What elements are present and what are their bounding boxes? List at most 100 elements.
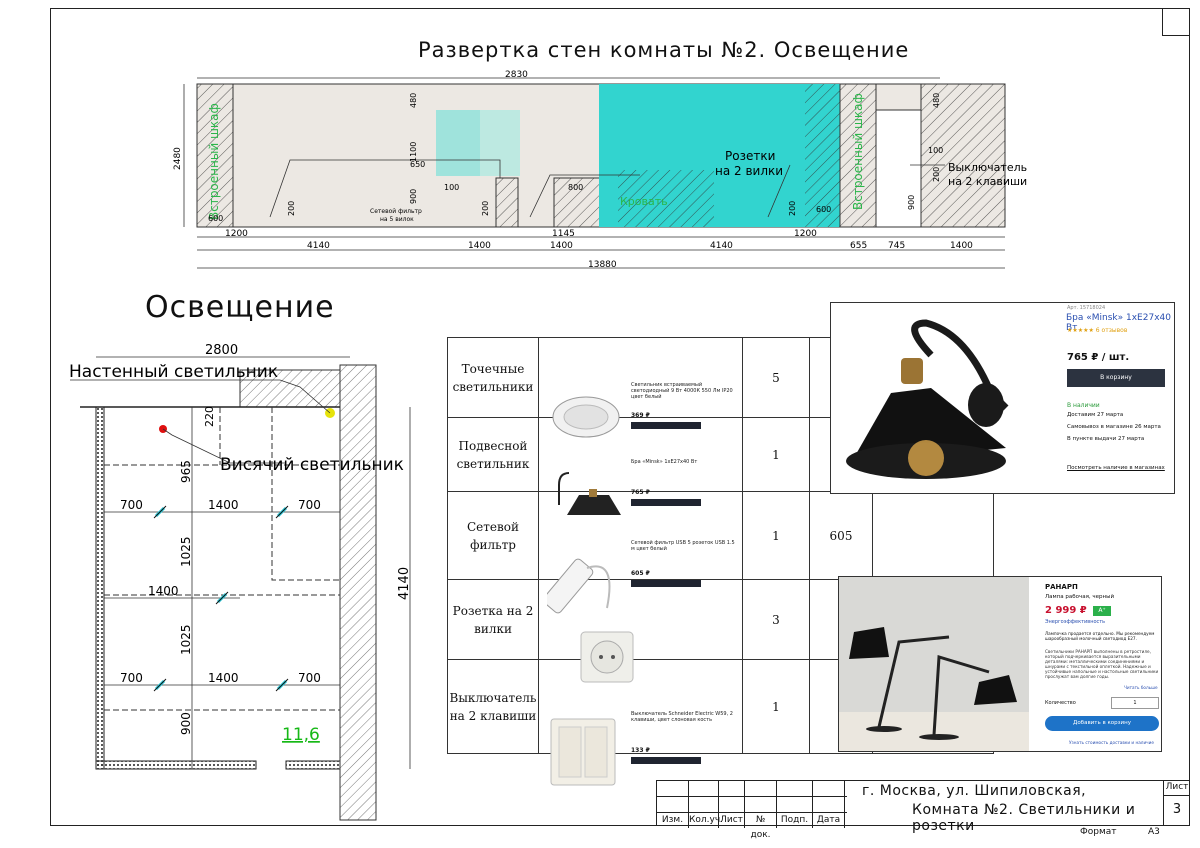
ranarp-description: Светильники РАНАРП выполнены в ретростил… <box>1045 649 1159 679</box>
plan-dim-965: 965 <box>179 460 193 483</box>
plan-wall-left <box>95 406 105 770</box>
sconce-stores-link[interactable]: Посмотреть наличие в магазинах <box>1067 465 1165 471</box>
wardrobe-left-label: Встроенный шкаф <box>207 103 221 220</box>
socket-image <box>580 631 634 682</box>
dim-200-b: 200 <box>481 201 490 216</box>
sconce-code: Арт. 15718024 <box>1067 305 1106 311</box>
plan-dim-width: 2800 <box>205 343 238 358</box>
sockets-label-1: Розетки <box>725 149 775 163</box>
filter-label-2: на 5 вилок <box>380 216 414 223</box>
wall-lamp-leader <box>70 379 331 414</box>
plan-dash-bed <box>271 407 340 581</box>
product-title: Бра «Minsk» 1xE27x40 Вт <box>631 458 698 465</box>
product-cart-button <box>631 421 701 429</box>
format-label: Формат А3 <box>1080 827 1160 837</box>
spot-light-marks <box>153 505 289 692</box>
product-cart-button <box>631 756 701 764</box>
leader-line-2 <box>529 174 640 218</box>
ranarp-add-button[interactable]: Добавить в корзину <box>1045 716 1159 731</box>
product-cart-button <box>631 498 701 506</box>
sconce-pickup-point: В пункте выдачи 27 марта <box>1067 436 1145 442</box>
sconce-price: 765 ₽ / шт. <box>1067 352 1130 363</box>
sconce-availability: В наличии <box>1067 402 1100 409</box>
plan-dim-1400b: 1400 <box>148 584 179 598</box>
sconce-reviews: ★★★★★ 6 отзывов <box>1067 327 1128 334</box>
wall-elevation: Кровать Встроенный шкаф Встроенный шкаф … <box>173 70 1027 270</box>
dim-b1-1200b: 1200 <box>794 229 817 239</box>
ranarp-product-card: РАНАРП Лампа рабочая, черный 2 999 ₽ A⁺ … <box>838 576 1162 752</box>
section-title: Освещение <box>145 290 335 325</box>
bed-headboard <box>618 170 714 227</box>
format-value: А3 <box>1148 827 1160 837</box>
spec-name: Розетка на 2 вилки <box>447 579 539 660</box>
spec-qty: 5 <box>742 337 810 418</box>
downlight-image <box>552 396 620 437</box>
dim-600-right: 600 <box>816 205 831 214</box>
wardrobe-right <box>839 83 877 228</box>
bed-label: Кровать <box>620 195 668 208</box>
filter-label-1: Сетевой фильтр <box>370 208 422 215</box>
product-thumb: Сетевой фильтр USB 5 розеток USB 1.5 м ц… <box>538 491 743 613</box>
ranarp-energy-label: Энергоэффективность <box>1045 619 1106 625</box>
pendant-label: Висячий светильник <box>220 455 404 475</box>
tb-header: Подп. <box>777 813 813 828</box>
frame-corner <box>1162 8 1190 36</box>
ranarp-delivery-link[interactable]: Узнать стоимость доставки и наличие <box>1069 740 1154 745</box>
tb-header: Изм. <box>657 813 689 828</box>
spec-name: Точечные светильники <box>447 337 539 418</box>
product-title: Выключатель Schneider Electric W59, 2 кл… <box>631 710 733 723</box>
leader-line-1 <box>269 159 501 218</box>
spec-price: 605 <box>809 491 873 580</box>
desk-leg <box>495 177 519 228</box>
dim-900-right: 900 <box>907 195 916 210</box>
switch-label-2: на 2 клавиши <box>948 175 1027 188</box>
dim-480-left: 480 <box>409 93 418 108</box>
dim-100-right: 100 <box>928 146 943 155</box>
product-price: 133 ₽ <box>631 746 650 754</box>
switch-image <box>550 718 616 785</box>
dim-b1-1400c: 1400 <box>950 241 973 251</box>
plan-wardrobe <box>239 369 341 408</box>
dim-b1-745: 745 <box>888 241 905 251</box>
product-cart-button <box>631 579 701 587</box>
sconce-product-card: Арт. 15718024 Бра «Minsk» 1xE27x40 Вт ★★… <box>830 302 1175 494</box>
spec-qty: 1 <box>742 659 810 754</box>
sconce-cart-button[interactable]: В корзину <box>1067 369 1165 387</box>
plan-dim-1025a: 1025 <box>179 536 193 567</box>
dim-b1-1200a: 1200 <box>225 229 248 239</box>
product-title: Сетевой фильтр USB 5 розеток USB 1.5 м ц… <box>631 539 735 552</box>
tb-sheet-box: Лист 3 <box>1163 780 1190 826</box>
ranarp-note: Лампочка продается отдельно. Мы рекоменд… <box>1045 631 1155 641</box>
spec-qty: 1 <box>742 417 810 492</box>
plan-dim-700c: 700 <box>120 671 143 685</box>
dim-b2-4140a: 4140 <box>307 241 330 251</box>
ranarp-more-link[interactable]: Читать больше <box>1124 685 1158 690</box>
power-strip-image <box>547 558 611 613</box>
ranarp-qty-stepper[interactable]: 1 <box>1111 697 1159 709</box>
plan-dim-900: 900 <box>179 712 193 735</box>
tb-header: Кол.уч. <box>689 813 723 828</box>
tb-header: № док. <box>745 813 777 840</box>
ranarp-image <box>839 577 1029 751</box>
dim-200-a: 200 <box>287 201 296 216</box>
dim-overall: 13880 <box>588 260 617 270</box>
pendant-leader <box>162 428 285 464</box>
plan-wall-bottom-right <box>285 760 341 770</box>
leader-line-3 <box>767 164 791 218</box>
door <box>875 109 922 228</box>
product-thumb: Выключатель Schneider Electric W59, 2 кл… <box>538 659 743 785</box>
room-area: 11,6 <box>282 725 320 745</box>
product-title: Светильник встраиваемый светодиодный 9 В… <box>631 381 733 400</box>
product-price: 765 ₽ <box>631 488 650 496</box>
format-text: Формат <box>1080 827 1117 837</box>
dim-b2-1400b: 1400 <box>550 241 573 251</box>
dim-650: 650 <box>410 160 425 169</box>
dim-200-c: 200 <box>788 201 797 216</box>
bed-side-hatch <box>805 84 840 227</box>
tb-sheet-num: 3 <box>1172 802 1182 817</box>
dim-200-d: 200 <box>932 167 941 182</box>
title-block-cells: Изм. Кол.уч. Лист № док. Подп. Дата <box>657 781 847 840</box>
dim-b1-655: 655 <box>850 241 867 251</box>
sheet-title: Развертка стен комнаты №2. Освещение <box>418 38 910 62</box>
dim-1100: 1100 <box>409 142 418 162</box>
